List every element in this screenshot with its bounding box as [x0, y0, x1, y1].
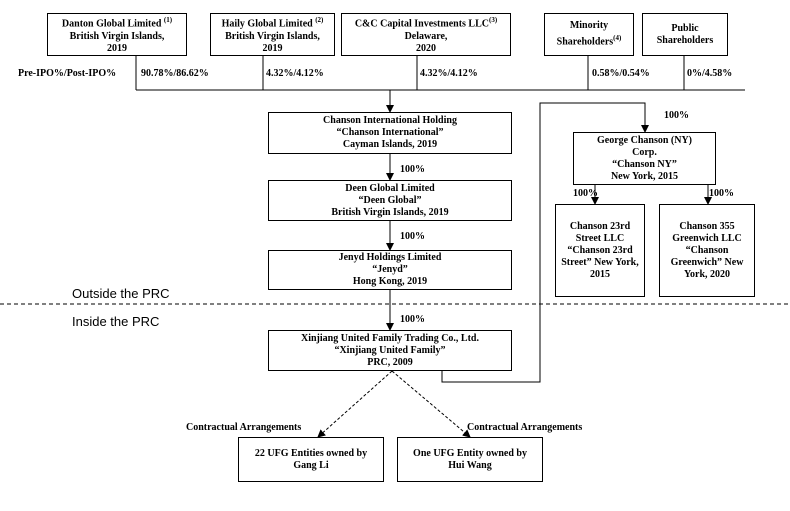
chanson-ny-name: George Chanson (NY)	[597, 134, 692, 146]
ipo-pct-cc-capital: 4.32%/4.12%	[420, 68, 478, 79]
xinjiang-jurisdiction: PRC, 2009	[367, 356, 413, 368]
entity-box-jenyd: Jenyd Holdings Limited “Jenyd” Hong Kong…	[268, 250, 512, 290]
entity-box-deen-global: Deen Global Limited “Deen Global” Britis…	[268, 180, 512, 221]
ipo-pct-haily: 4.32%/4.12%	[266, 68, 324, 79]
ownership-label-xinjiang: 100%	[400, 314, 425, 325]
public-line2: Shareholders	[656, 34, 714, 46]
jenyd-alias: “Jenyd”	[372, 264, 408, 275]
minority-line2: Shareholders	[556, 36, 614, 48]
contractual-label-right: Contractual Arrangements	[467, 422, 583, 433]
chanson-international-alias: “Chanson International”	[336, 127, 444, 138]
ufg-gang-li-line1: 22 UFG Entities owned by	[254, 447, 368, 459]
contractual-arrow-right	[391, 370, 471, 438]
ownership-label-chanson-ny: 100%	[664, 110, 689, 121]
haily-note: (2)	[315, 16, 324, 25]
cc-capital-year: 2020	[416, 42, 436, 54]
xinjiang-name: Xinjiang United Family Trading Co., Ltd.	[301, 332, 479, 344]
chanson-ny-alias: “Chanson NY”	[612, 158, 677, 170]
ownership-label-chanson-355: 100%	[709, 188, 734, 199]
ipo-pct-danton: 90.78%/86.62%	[141, 68, 209, 79]
region-label-outside-prc: Outside the PRC	[72, 286, 170, 301]
chanson-355-text: Chanson 355 Greenwich LLC “Chanson Green…	[670, 220, 744, 280]
entity-box-chanson-355: Chanson 355 Greenwich LLC “Chanson Green…	[659, 204, 755, 297]
chanson-international-jurisdiction: Cayman Islands, 2019	[342, 139, 438, 150]
haily-jurisdiction: British Virgin Islands,	[225, 30, 320, 42]
entity-box-chanson-ny: George Chanson (NY) Corp. “Chanson NY” N…	[573, 132, 716, 185]
danton-jurisdiction: British Virgin Islands,	[69, 30, 165, 42]
danton-note: (1)	[163, 16, 173, 25]
ownership-label-deen: 100%	[400, 164, 425, 175]
entity-box-xinjiang: Xinjiang United Family Trading Co., Ltd.…	[268, 330, 512, 371]
deen-global-jurisdiction: British Virgin Islands, 2019	[331, 206, 449, 218]
chanson-international-name: Chanson International Holding	[323, 115, 457, 126]
danton-year: 2019	[107, 42, 127, 54]
shareholder-box-danton: Danton Global Limited (1) British Virgin…	[47, 13, 187, 56]
entity-box-ufg-hui-wang: One UFG Entity owned by Hui Wang	[397, 437, 543, 482]
entity-box-chanson-international: Chanson International Holding “Chanson I…	[268, 112, 512, 154]
shareholder-box-public: Public Shareholders	[642, 13, 728, 56]
haily-name: Haily Global Limited	[221, 18, 313, 30]
path-to-chanson-ny	[441, 102, 649, 383]
minority-line1: Minority	[569, 20, 609, 32]
chanson-ny-corp: Corp.	[632, 146, 657, 158]
minority-note: (4)	[613, 34, 622, 43]
cc-capital-note: (3)	[489, 16, 498, 25]
ownership-label-jenyd: 100%	[400, 231, 425, 242]
cc-capital-name: C&C Capital Investments LLC	[354, 18, 489, 30]
jenyd-jurisdiction: Hong Kong, 2019	[352, 276, 428, 287]
ufg-gang-li-line2: Gang Li	[293, 459, 329, 471]
entity-box-chanson-23rd: Chanson 23rd Street LLC “Chanson 23rd St…	[555, 204, 645, 297]
contractual-label-left: Contractual Arrangements	[186, 422, 302, 433]
ipo-header-label: Pre-IPO%/Post-IPO%	[18, 68, 117, 79]
jenyd-name: Jenyd Holdings Limited	[338, 252, 442, 263]
xinjiang-alias: “Xinjiang United Family”	[334, 344, 446, 356]
ufg-hui-wang-line1: One UFG Entity owned by	[413, 447, 527, 459]
public-line1: Public	[671, 22, 699, 34]
entity-box-ufg-gang-li: 22 UFG Entities owned by Gang Li	[238, 437, 384, 482]
chanson-ny-jurisdiction: New York, 2015	[610, 170, 679, 182]
ownership-label-chanson-23rd: 100%	[573, 188, 598, 199]
haily-year: 2019	[262, 42, 283, 54]
ipo-pct-minority: 0.58%/0.54%	[592, 68, 650, 79]
chanson-23rd-text: Chanson 23rd Street LLC “Chanson 23rd St…	[561, 220, 639, 280]
ipo-pct-public: 0%/4.58%	[687, 68, 733, 79]
shareholder-box-cc-capital: C&C Capital Investments LLC(3) Delaware,…	[341, 13, 511, 56]
cc-capital-jurisdiction: Delaware,	[404, 30, 448, 42]
region-label-inside-prc: Inside the PRC	[72, 314, 160, 329]
ufg-hui-wang-line2: Hui Wang	[448, 459, 492, 471]
deen-global-name: Deen Global Limited	[345, 182, 435, 194]
deen-global-alias: “Deen Global”	[358, 194, 422, 206]
contractual-arrow-left	[317, 370, 393, 438]
danton-name: Danton Global Limited	[61, 18, 162, 30]
shareholder-box-minority: Minority Shareholders(4)	[544, 13, 634, 56]
shareholder-box-haily: Haily Global Limited (2) British Virgin …	[210, 13, 335, 56]
